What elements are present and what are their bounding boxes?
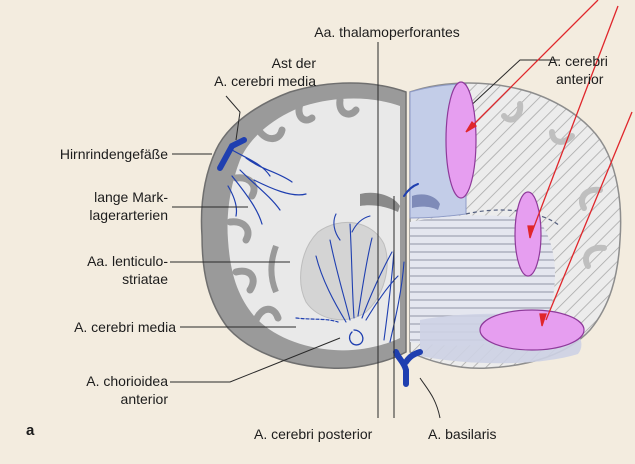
left-hemisphere bbox=[202, 83, 406, 368]
label-ast-line1: Ast der bbox=[180, 55, 316, 72]
label-cerebri-anterior-line2: anterior bbox=[556, 71, 603, 88]
label-basilaris: A. basilaris bbox=[428, 426, 496, 443]
highlight-anterior bbox=[446, 82, 476, 198]
highlight-posterior bbox=[480, 310, 584, 350]
label-cerebri-posterior: A. cerebri posterior bbox=[254, 426, 372, 443]
basilaris-vessel bbox=[396, 352, 420, 384]
label-chorioidea-line1: A. chorioidea bbox=[10, 373, 168, 390]
label-cerebri-media: A. cerebri media bbox=[10, 319, 176, 336]
label-lenticulo-line1: Aa. lenticulo- bbox=[10, 253, 168, 270]
figure-letter: a bbox=[26, 422, 34, 439]
label-thalamoperforantes: Aa. thalamoperforantes bbox=[292, 24, 482, 41]
highlight-deep bbox=[515, 192, 541, 276]
label-chorioidea-line2: anterior bbox=[10, 391, 168, 408]
label-ast-line2: A. cerebri media bbox=[180, 73, 316, 90]
label-lenticulo-line2: striatae bbox=[10, 271, 168, 288]
label-hirnrindengefaesse: Hirnrindengefäße bbox=[10, 146, 168, 163]
label-lange-line1: lange Mark- bbox=[10, 189, 168, 206]
label-lange-line2: lagerarterien bbox=[10, 207, 168, 224]
label-cerebri-anterior-line1: A. cerebri bbox=[548, 53, 608, 70]
